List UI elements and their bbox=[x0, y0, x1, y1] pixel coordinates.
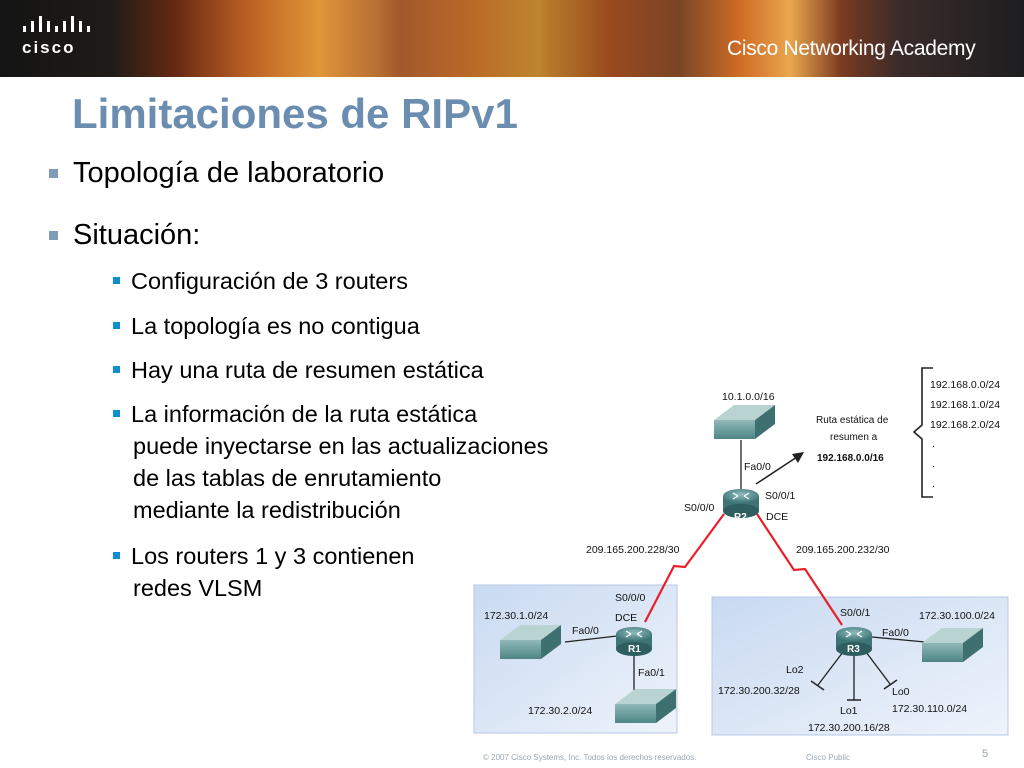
r1-fa00-label: Fa0/0 bbox=[572, 625, 599, 637]
sub-bullet-text: La información de la ruta estática bbox=[131, 401, 478, 427]
zone-r3 bbox=[711, 596, 1009, 736]
r2-s000-label: S0/0/0 bbox=[684, 502, 715, 514]
sub-bullet-marker bbox=[113, 277, 120, 284]
bullet-marker bbox=[49, 169, 58, 178]
summary-net: 192.168.0.0/24 bbox=[930, 379, 1000, 391]
sub-bullet-text-cont: de las tablas de enrutamiento bbox=[133, 465, 442, 491]
summary-dot: . bbox=[932, 438, 935, 450]
switch-icon bbox=[615, 689, 676, 723]
sub-bullet-text: La topología es no contigua bbox=[131, 313, 420, 339]
sub-bullet-static-summary: Hay una ruta de resumen estática bbox=[113, 354, 484, 386]
summary-dot: . bbox=[932, 478, 935, 490]
r3-fa00-label: Fa0/0 bbox=[882, 627, 909, 639]
static-label-2: resumen a bbox=[830, 432, 878, 443]
summary-net: 192.168.1.0/24 bbox=[930, 399, 1000, 411]
sub-bullet-marker bbox=[113, 410, 120, 417]
serial-link-r1-r2 bbox=[644, 513, 725, 623]
r3-lan-label: 172.30.100.0/24 bbox=[919, 610, 995, 622]
link-r3-lan bbox=[871, 636, 926, 643]
router-icon bbox=[723, 489, 759, 518]
copyright: © 2007 Cisco Systems, Inc. Todos los der… bbox=[483, 753, 697, 762]
link-left-label: 209.165.200.228/30 bbox=[586, 544, 680, 556]
cisco-bars-icon bbox=[23, 16, 90, 32]
switch-icon bbox=[714, 405, 775, 439]
r3-lo0-net: 172.30.110.0/24 bbox=[892, 703, 967, 715]
sub-bullet-marker bbox=[113, 366, 120, 373]
serial-link-r2-r3 bbox=[756, 513, 843, 626]
r3-lo1-label: Lo1 bbox=[840, 705, 858, 717]
bullet-topology: Topología de laboratorio bbox=[49, 157, 385, 190]
bullet-text: Situación: bbox=[73, 219, 201, 251]
r1-name: R1 bbox=[628, 644, 641, 655]
router-icon bbox=[836, 627, 872, 656]
link-right-label: 209.165.200.232/30 bbox=[796, 544, 890, 556]
r3-lo0-label: Lo0 bbox=[892, 686, 910, 698]
r3-lo2-label: Lo2 bbox=[786, 664, 804, 676]
loopback-lo2-cap bbox=[810, 680, 825, 691]
summary-net: 192.168.2.0/24 bbox=[930, 419, 1000, 431]
arrow-head-icon bbox=[792, 452, 804, 463]
sub-bullet-noncontiguous: La topología es no contigua bbox=[113, 310, 420, 342]
r3-lo1-net: 172.30.200.16/28 bbox=[808, 722, 890, 734]
r1-fa01-label: Fa0/1 bbox=[638, 667, 665, 679]
cisco-logo: cisco bbox=[22, 16, 96, 60]
r1-lan1-label: 172.30.1.0/24 bbox=[484, 610, 548, 622]
r1-s000-label: S0/0/0 bbox=[615, 592, 646, 604]
sub-bullet-text: Hay una ruta de resumen estática bbox=[131, 357, 484, 383]
r1-lan2-label: 172.30.2.0/24 bbox=[528, 705, 592, 717]
sub-bullet-vlsm: Los routers 1 y 3 contienen redes VLSM bbox=[113, 540, 415, 604]
r2-name: R2 bbox=[734, 512, 747, 523]
static-label-1: Ruta estática de bbox=[816, 415, 889, 426]
sub-bullet-marker bbox=[113, 552, 120, 559]
summary-brace bbox=[912, 367, 933, 498]
r3-s001-label: S0/0/1 bbox=[840, 607, 871, 619]
banner-photo-strip bbox=[170, 0, 860, 77]
bullet-situation: Situación: bbox=[49, 219, 201, 252]
summary-dot: . bbox=[932, 458, 935, 470]
cisco-wordmark: cisco bbox=[22, 38, 76, 57]
r2-dce-label: DCE bbox=[766, 511, 788, 523]
router-icon bbox=[616, 627, 652, 656]
r3-name: R3 bbox=[847, 644, 860, 655]
page-number: 5 bbox=[982, 748, 989, 760]
loopback-lo0 bbox=[865, 651, 891, 685]
switch-icon bbox=[922, 628, 983, 662]
r2-fa-label: Fa0/0 bbox=[744, 461, 771, 473]
sub-bullet-text-cont: mediante la redistribución bbox=[133, 497, 401, 523]
r2-s001-label: S0/0/1 bbox=[765, 490, 796, 502]
sub-bullet-redistribution: La información de la ruta estática puede… bbox=[113, 398, 549, 526]
static-route-arrow bbox=[755, 454, 801, 485]
sub-bullet-marker bbox=[113, 322, 120, 329]
bullet-marker bbox=[49, 231, 58, 240]
link-r1-lan1 bbox=[564, 635, 618, 643]
loopback-lo2 bbox=[817, 651, 844, 686]
r3-lo2-net: 172.30.200.32/28 bbox=[718, 685, 800, 697]
sub-bullet-text: Configuración de 3 routers bbox=[131, 268, 408, 294]
header-banner: cisco Cisco Networking Academy bbox=[0, 0, 1024, 77]
academy-label: Cisco Networking Academy bbox=[727, 37, 976, 60]
sub-bullet-routers: Configuración de 3 routers bbox=[113, 265, 408, 297]
page-title: Limitaciones de RIPv1 bbox=[72, 90, 518, 137]
bullet-text: Topología de laboratorio bbox=[73, 157, 385, 189]
sub-bullet-text-cont: redes VLSM bbox=[133, 575, 263, 601]
sub-bullet-text: Los routers 1 y 3 contienen bbox=[131, 543, 415, 569]
loopback-lo0-cap bbox=[883, 679, 898, 690]
r1-dce-label: DCE bbox=[615, 612, 637, 624]
switch-icon bbox=[500, 625, 561, 659]
r2-lan-label: 10.1.0.0/16 bbox=[722, 391, 775, 403]
sub-bullet-text-cont: puede inyectarse en las actualizaciones bbox=[133, 433, 549, 459]
static-net-label: 192.168.0.0/16 bbox=[817, 453, 884, 464]
classification: Cisco Public bbox=[806, 753, 851, 762]
